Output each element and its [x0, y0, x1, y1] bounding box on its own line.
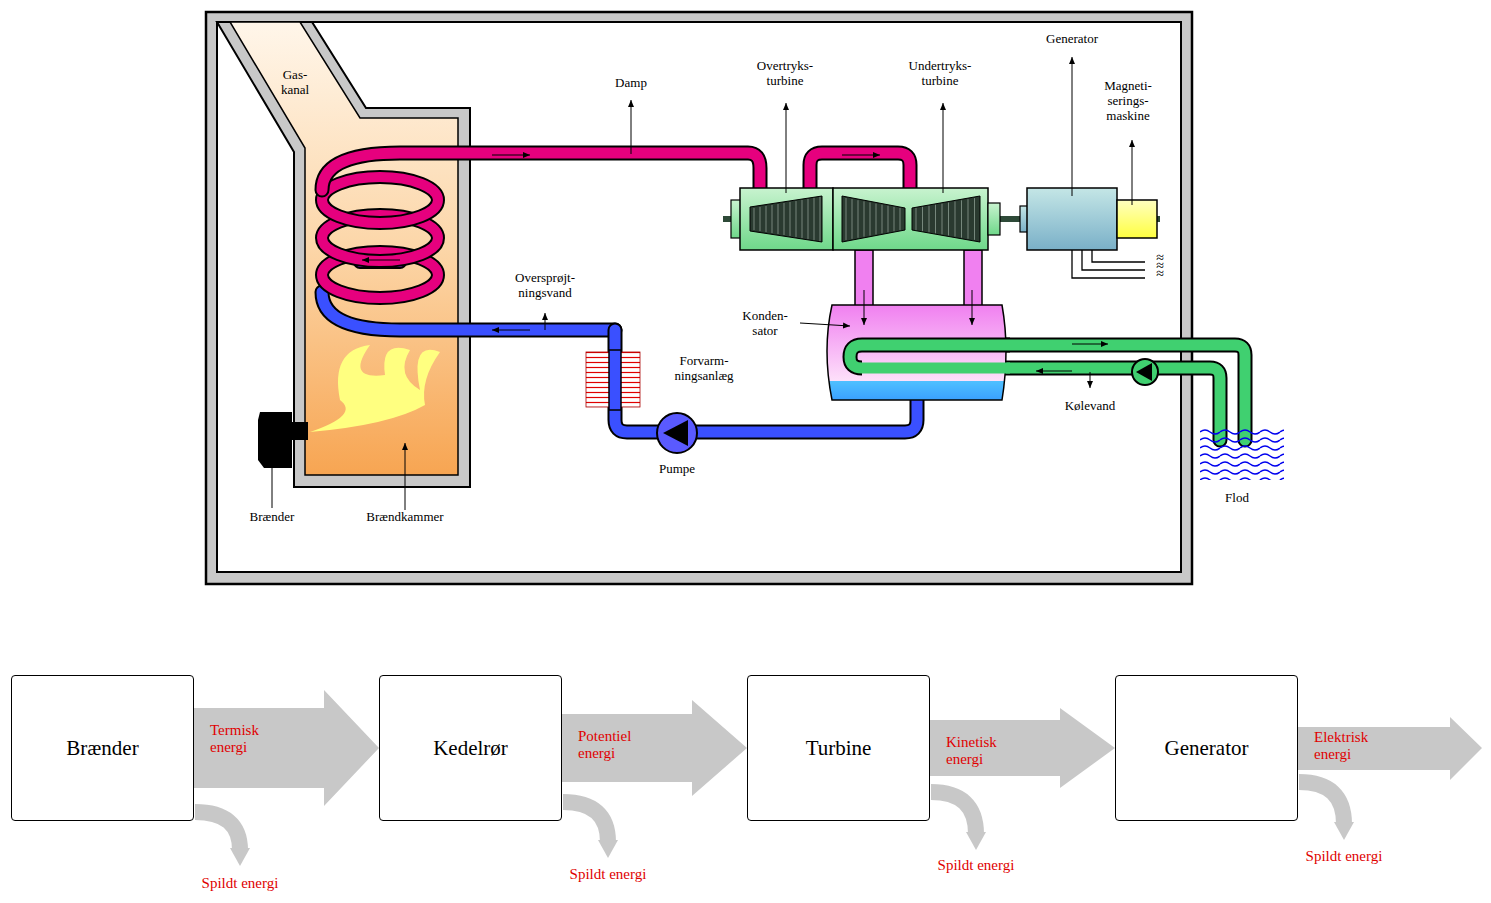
process-box: Generator — [1115, 675, 1298, 821]
box-label: Generator — [1165, 736, 1249, 761]
energy-label: Kinetisk energi — [946, 734, 997, 769]
part-label: Undertryks- turbine — [909, 59, 972, 89]
energy-label: Spildt energi — [1306, 848, 1383, 865]
energy-label: Potentiel energi — [578, 728, 631, 763]
energy-label: Elektrisk energi — [1314, 729, 1368, 764]
part-label: Magneti- serings- maskine — [1104, 79, 1152, 124]
part-label: Brændkammer — [366, 510, 443, 525]
part-label: Gas- kanal — [281, 68, 309, 98]
part-label: Overtryks- turbine — [757, 59, 813, 89]
part-label: Kølevand — [1065, 399, 1116, 414]
energy-arrow — [930, 708, 1115, 788]
part-label: Brænder — [250, 510, 295, 525]
energy-label: Spildt energi — [202, 875, 279, 892]
energy-arrow — [194, 690, 379, 806]
part-label: Forvarm- ningsanlæg — [674, 354, 733, 384]
process-box: Kedelrør — [379, 675, 562, 821]
part-label: Damp — [615, 76, 647, 91]
part-label: Konden- sator — [742, 309, 788, 339]
part-label: Pumpe — [659, 462, 695, 477]
part-label: ≈ — [1156, 270, 1164, 277]
box-label: Turbine — [806, 736, 872, 761]
part-label: Flod — [1225, 491, 1249, 506]
energy-label: Termisk energi — [210, 722, 259, 757]
energy-arrow — [562, 700, 747, 796]
energy-label: Spildt energi — [938, 857, 1015, 874]
process-box: Brænder — [11, 675, 194, 821]
energy-label: Spildt energi — [570, 866, 647, 883]
part-label: ≈ — [1156, 254, 1164, 261]
process-box: Turbine — [747, 675, 930, 821]
part-label: Oversprøjt- ningsvand — [515, 271, 575, 301]
box-label: Brænder — [66, 736, 138, 761]
part-label: ≈ — [1156, 262, 1164, 269]
box-label: Kedelrør — [433, 736, 508, 761]
part-label: Generator — [1046, 32, 1098, 47]
